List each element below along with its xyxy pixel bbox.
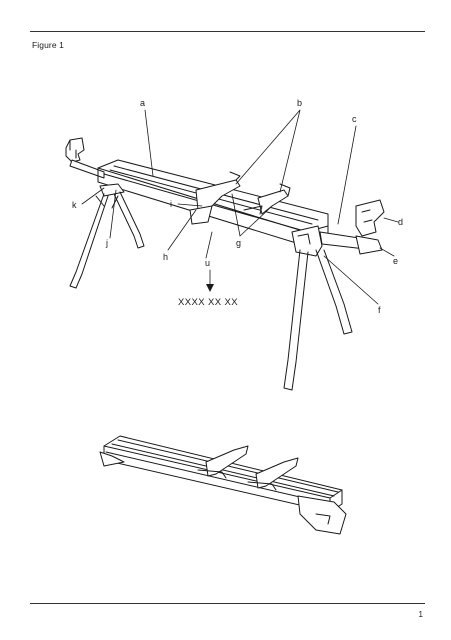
callout-e: e [393, 256, 398, 266]
figure-title: Figure 1 [32, 40, 64, 50]
callout-g: g [236, 238, 241, 248]
callout-j: j [105, 238, 108, 248]
callout-i: i [170, 199, 172, 209]
callout-d: d [398, 217, 403, 227]
page-number: 1 [418, 610, 423, 619]
callout-a: a [140, 98, 145, 108]
callout-b: b [297, 98, 302, 108]
top-rule [30, 31, 425, 32]
callout-u: u [205, 258, 210, 268]
left-extension-arm [65, 137, 105, 179]
stand-folded-drawing [99, 435, 347, 535]
right-extension-arm [319, 199, 385, 255]
callout-f: f [378, 305, 381, 315]
work-supports [189, 171, 291, 225]
bottom-rule [30, 603, 425, 604]
stand-open-drawing [65, 137, 385, 391]
callout-leaders [81, 109, 399, 305]
callout-k: k [72, 200, 77, 210]
arrow-head [206, 284, 214, 292]
callout-c: c [352, 114, 357, 124]
serial-code-label: XXXX XX XX [178, 297, 238, 308]
left-legs [69, 183, 145, 289]
callout-h: h [163, 252, 168, 262]
right-legs [283, 225, 353, 391]
